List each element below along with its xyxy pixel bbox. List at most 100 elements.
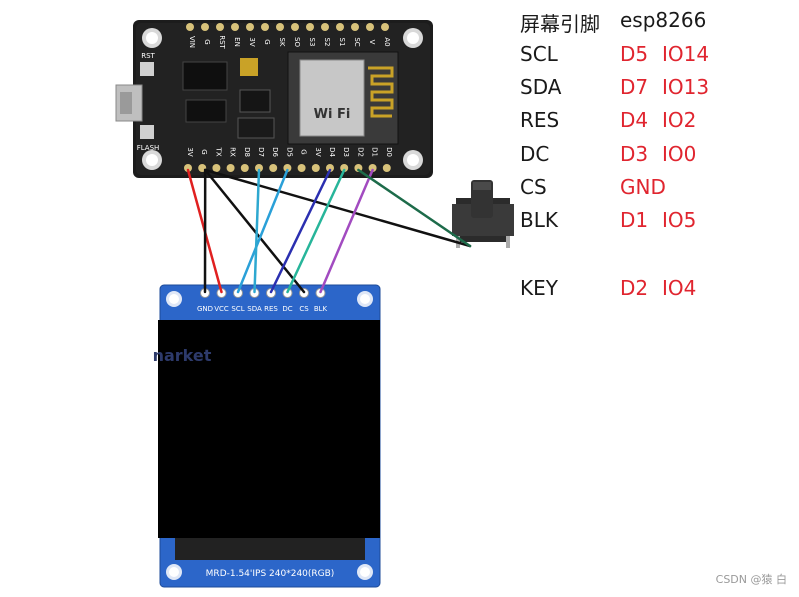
esp-bottom-pin-label: D1 bbox=[371, 147, 379, 157]
esp-top-pin bbox=[366, 23, 374, 31]
esp-top-pin-label: S2 bbox=[323, 38, 331, 47]
esp-bottom-pin-label: D2 bbox=[356, 147, 364, 157]
esp-top-pin-label: S1 bbox=[338, 38, 346, 47]
row-d-pin: D4 bbox=[620, 108, 649, 132]
esp-top-pin bbox=[351, 23, 359, 31]
row-io-pin: IO13 bbox=[662, 75, 710, 99]
esp-top-pin bbox=[291, 23, 299, 31]
wire bbox=[253, 168, 261, 294]
wire bbox=[236, 168, 289, 294]
esp-bottom-pin-label: G bbox=[300, 149, 308, 154]
lcd-pin-label: CS bbox=[299, 305, 309, 313]
esp-top-pin-label: SO bbox=[293, 37, 301, 47]
pin-map-row: SDA D7 IO13 bbox=[520, 75, 780, 105]
esp-top-pin-label: RST bbox=[218, 35, 226, 49]
esp-bottom-pin bbox=[382, 164, 391, 172]
wire bbox=[269, 168, 332, 294]
pin-map-row: DC D3 IO0 bbox=[520, 142, 780, 172]
esp-top-pin bbox=[246, 23, 254, 31]
esp-top-pin bbox=[321, 23, 329, 31]
header-board: esp8266 bbox=[620, 8, 707, 32]
esp-bottom-pin bbox=[255, 164, 263, 172]
row-io-pin: IO2 bbox=[662, 108, 697, 132]
wire bbox=[203, 168, 306, 294]
row-io-pin: IO0 bbox=[662, 142, 697, 166]
esp-top-pin bbox=[336, 23, 344, 31]
lcd-pin-label: VCC bbox=[214, 305, 229, 313]
esp-bottom-pin-label: D4 bbox=[328, 147, 336, 157]
esp-bottom-pin bbox=[226, 164, 235, 172]
esp-bottom-pin-label: TX bbox=[214, 146, 222, 156]
row-screen-pin: KEY bbox=[520, 276, 558, 300]
row-d-pin: D3 bbox=[620, 142, 649, 166]
row-d-pin: D7 bbox=[620, 75, 649, 99]
esp-bottom-pin bbox=[297, 164, 306, 172]
esp-top-pin-label: G bbox=[203, 39, 211, 44]
wire bbox=[357, 168, 472, 248]
row-d-pin: D2 bbox=[620, 276, 649, 300]
row-d-pin: D5 bbox=[620, 42, 649, 66]
esp-top-pin bbox=[186, 23, 194, 31]
row-io-pin: IO5 bbox=[662, 208, 697, 232]
esp-top-pin-label: G bbox=[263, 39, 271, 44]
esp-bottom-pin bbox=[212, 164, 221, 172]
esp-bottom-pin bbox=[184, 164, 192, 172]
row-screen-pin: BLK bbox=[520, 208, 558, 232]
esp-bottom-pin bbox=[340, 164, 349, 172]
esp-top-pin-label: 3V bbox=[248, 37, 256, 46]
esp-top-pin-label: S3 bbox=[308, 38, 316, 47]
pin-map-row: SCL D5 IO14 bbox=[520, 42, 780, 72]
esp-bottom-pin-label: 3V bbox=[186, 147, 194, 156]
row-screen-pin: CS bbox=[520, 175, 547, 199]
esp-top-pin bbox=[201, 23, 209, 31]
esp-top-pin-label: VIN bbox=[188, 36, 196, 48]
esp-top-pin-label: SK bbox=[278, 37, 286, 46]
esp-bottom-pin-label: D8 bbox=[243, 147, 251, 157]
esp-bottom-pin bbox=[311, 164, 320, 172]
row-screen-pin: SCL bbox=[520, 42, 558, 66]
logo-text: narket bbox=[153, 346, 212, 365]
row-d-pin: GND bbox=[620, 175, 666, 199]
pin-map-row: BLK D1 IO5 bbox=[520, 208, 780, 238]
esp-top-pin bbox=[381, 23, 389, 31]
header-screen-pins: 屏幕引脚 bbox=[520, 12, 600, 36]
esp-top-pin-label: SC bbox=[353, 37, 361, 46]
esp-top-pin bbox=[261, 23, 269, 31]
wire bbox=[286, 168, 346, 294]
esp-bottom-pin bbox=[240, 164, 249, 172]
pin-map-row: CS GND bbox=[520, 175, 780, 205]
esp-bottom-pin bbox=[368, 164, 377, 172]
flash-label: FLASH bbox=[137, 144, 160, 152]
pin-map-header: 屏幕引脚 esp8266 bbox=[520, 8, 780, 38]
lcd-bottom-label: MRD-1.54'IPS 240*240(RGB) bbox=[206, 569, 335, 579]
esp-top-pin bbox=[306, 23, 314, 31]
wire bbox=[319, 168, 374, 294]
rst-label: RST bbox=[141, 52, 155, 60]
wire bbox=[203, 168, 472, 248]
lcd-pin-label: SCL bbox=[231, 305, 244, 313]
pin-map-key-row: KEY D2 IO4 bbox=[520, 276, 780, 306]
wifi-module-label: Wi Fi bbox=[314, 107, 351, 122]
esp-bottom-pin bbox=[269, 164, 278, 172]
esp-bottom-pin-label: G bbox=[200, 149, 208, 154]
push-button[interactable] bbox=[452, 180, 514, 248]
esp-bottom-pin-label: RX bbox=[229, 147, 237, 157]
esp-bottom-pin bbox=[283, 164, 292, 172]
esp-bottom-pin-label: 3V bbox=[314, 147, 322, 156]
row-io-pin: IO14 bbox=[662, 42, 710, 66]
lcd-pin-label: SDA bbox=[247, 305, 262, 313]
esp-bottom-pin-label: D7 bbox=[257, 147, 265, 157]
esp-bottom-pin bbox=[326, 164, 334, 172]
watermark: CSDN @猿 白 bbox=[715, 573, 787, 586]
esp-top-pin-label: V bbox=[368, 40, 376, 45]
esp-bottom-pin-label: D5 bbox=[285, 147, 293, 157]
wire-group bbox=[186, 168, 472, 294]
lcd-pin-label: RES bbox=[264, 305, 278, 313]
esp-top-pin-label: EN bbox=[233, 37, 241, 47]
esp-bottom-pin-label: D6 bbox=[271, 147, 279, 157]
lcd-pin-label: BLK bbox=[314, 305, 328, 313]
pin-map-row: RES D4 IO2 bbox=[520, 108, 780, 138]
